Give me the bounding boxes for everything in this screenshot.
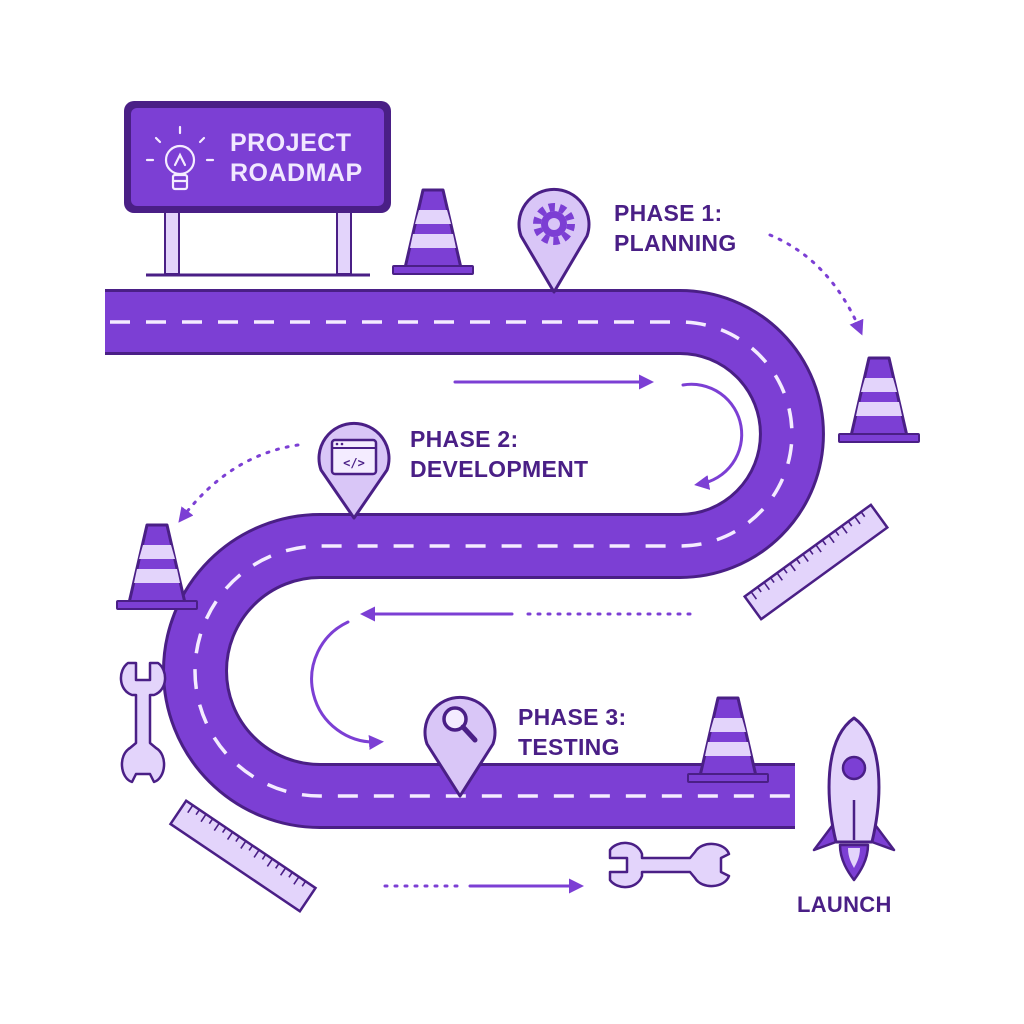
magnifier-icon: [442, 706, 478, 743]
project-roadmap-sign: [124, 101, 391, 277]
svg-text:</>: </>: [343, 456, 365, 470]
phase-3-pin: [423, 695, 497, 798]
ruler-left: [168, 799, 318, 913]
phase-1-pin: [517, 187, 591, 294]
phase-3-subtitle: TESTING: [518, 734, 620, 760]
traffic-cone-3: [116, 523, 198, 610]
phase-1-label: PHASE 1: PLANNING: [614, 198, 737, 258]
rocket-icon: [812, 716, 896, 882]
phase-3-label: PHASE 3: TESTING: [518, 702, 626, 762]
gear-icon: [533, 203, 575, 245]
traffic-cone-2: [838, 356, 920, 443]
phase-2-pin: </>: [317, 421, 391, 520]
phase-1-title: PHASE 1:: [614, 200, 723, 226]
wrench-icon: [119, 661, 167, 784]
lightbulb-icon: [145, 125, 215, 191]
phase-3-title: PHASE 3:: [518, 704, 627, 730]
sign-line-2: ROADMAP: [230, 159, 363, 187]
launch-label: LAUNCH: [797, 892, 892, 917]
code-window-icon: </>: [330, 438, 378, 476]
sign-title: PROJECT ROADMAP: [230, 128, 363, 188]
traffic-cone-4: [687, 696, 769, 783]
road-center-dashes: [110, 320, 794, 798]
phase-1-subtitle: PLANNING: [614, 230, 737, 256]
ruler-right: [742, 503, 890, 621]
phase-2-label: PHASE 2: DEVELOPMENT: [410, 424, 588, 484]
phase-2-title: PHASE 2:: [410, 426, 519, 452]
traffic-cone-1: [392, 188, 474, 275]
wrench-icon: [608, 841, 731, 889]
phase-2-subtitle: DEVELOPMENT: [410, 456, 589, 482]
road: [105, 289, 825, 829]
sign-line-1: PROJECT: [230, 129, 352, 157]
flow-arrows: [178, 233, 864, 894]
